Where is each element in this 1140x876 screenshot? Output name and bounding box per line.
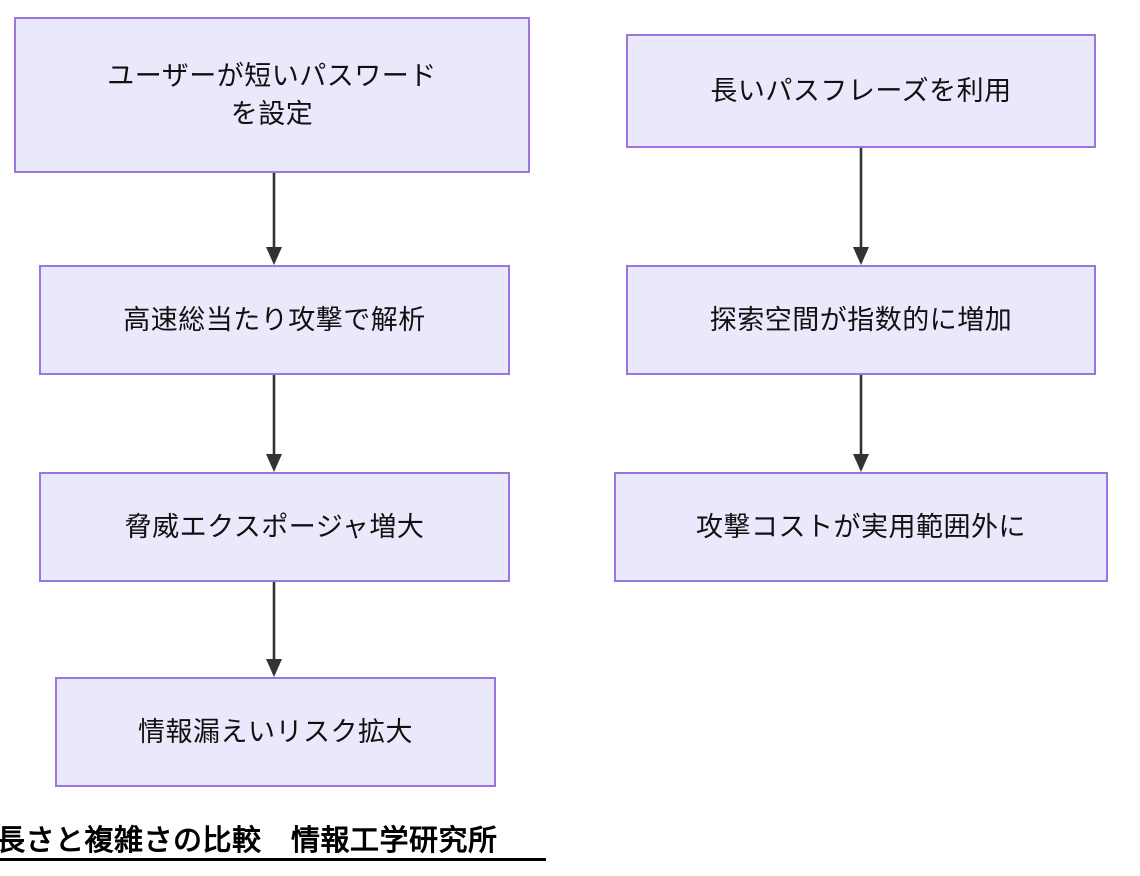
flow-edge-n1-to-n2 [262,173,286,265]
flow-node-attack-cost-impractical[interactable]: 攻撃コストが実用範囲外に [614,472,1108,582]
flow-edge-n2-to-n3 [262,375,286,472]
flow-edge-m1-to-m2 [849,148,873,265]
flow-node-data-leak-risk-expansion[interactable]: 情報漏えいリスク拡大 [55,677,496,787]
flow-node-user-sets-short-password[interactable]: ユーザーが短いパスワード を設定 [14,17,530,173]
flow-node-threat-exposure-increase[interactable]: 脅威エクスポージャ増大 [39,472,510,582]
flow-edge-m2-to-m3 [849,375,873,472]
diagram-caption-underline [0,858,546,861]
flow-node-brute-force-analysis[interactable]: 高速総当たり攻撃で解析 [39,265,510,375]
flow-node-search-space-exponential[interactable]: 探索空間が指数的に増加 [626,265,1096,375]
flow-node-use-long-passphrase[interactable]: 長いパスフレーズを利用 [626,34,1096,148]
diagram-caption: 長さと複雑さの比較 情報工学研究所 [0,825,498,857]
flow-edge-n3-to-n4 [262,582,286,677]
